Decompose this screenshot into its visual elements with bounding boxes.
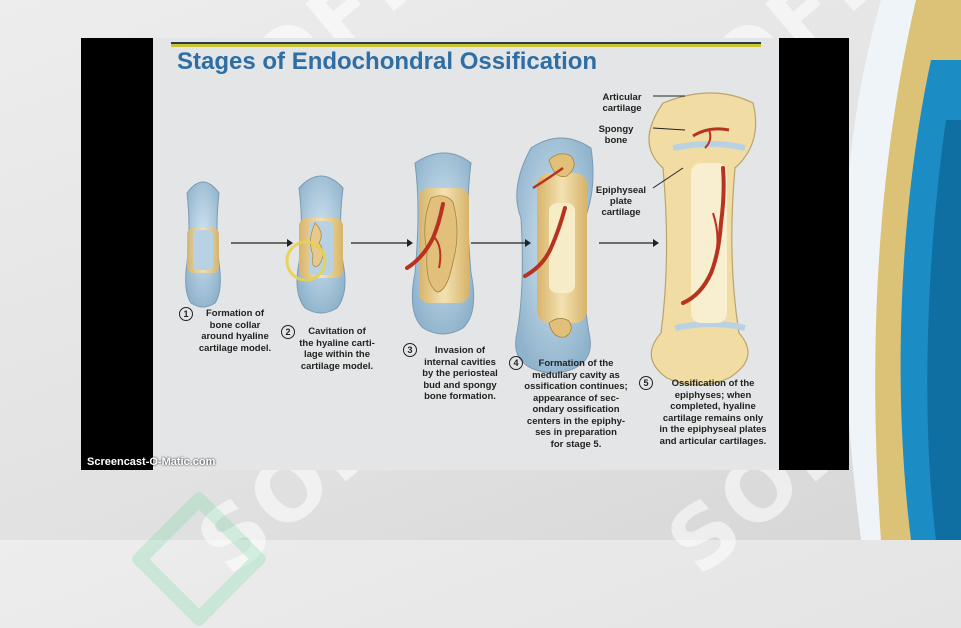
stage-arrow-4 (599, 239, 659, 247)
step-number-2: 2 (281, 325, 295, 339)
stage-3-caption: Invasion of internal cavities by the per… (422, 345, 498, 402)
bone-stage-5 (648, 92, 757, 386)
decorative-swoosh (843, 0, 961, 540)
stage-4-caption: Formation of the medullary cavity as oss… (524, 358, 628, 450)
label-pointer (652, 127, 686, 131)
step-number-5: 5 (639, 376, 653, 390)
slide-title: Stages of Endochondral Ossification (177, 48, 598, 75)
step-number-4: 4 (509, 356, 523, 370)
stage-arrow-1 (231, 239, 293, 247)
label-articular-cartilage: Articular cartilage (602, 92, 642, 114)
title-rule-accent (171, 44, 761, 47)
step-number-3: 3 (403, 343, 417, 357)
watermark-logo-icon (129, 489, 269, 628)
stage-2-caption: Cavitation of the hyaline carti- lage wi… (299, 326, 375, 372)
title-rule (171, 42, 761, 44)
stage-arrow-3 (471, 239, 531, 247)
label-spongy-bone: Spongy bone (598, 124, 634, 146)
bone-stage-4 (515, 137, 594, 374)
label-epiphyseal-plate: Epiphyseal plate cartilage (595, 185, 647, 218)
stage-5-caption: Ossification of the epiphyses; when comp… (659, 378, 767, 447)
stage-arrow-2 (351, 239, 413, 247)
bone-stage-1 (185, 181, 221, 308)
video-frame[interactable]: Stages of Endochondral Ossification (81, 38, 849, 470)
screencast-credit: Screencast-O-Matic.com (87, 456, 216, 468)
ossification-diagram (185, 92, 757, 386)
stage-1-caption: Formation of bone collar around hyaline … (198, 308, 272, 354)
step-number-1: 1 (179, 307, 193, 321)
bone-stage-3 (405, 152, 475, 335)
slide: Stages of Endochondral Ossification (153, 38, 779, 470)
bone-stage-2 (285, 175, 346, 314)
label-pointer (652, 167, 684, 189)
